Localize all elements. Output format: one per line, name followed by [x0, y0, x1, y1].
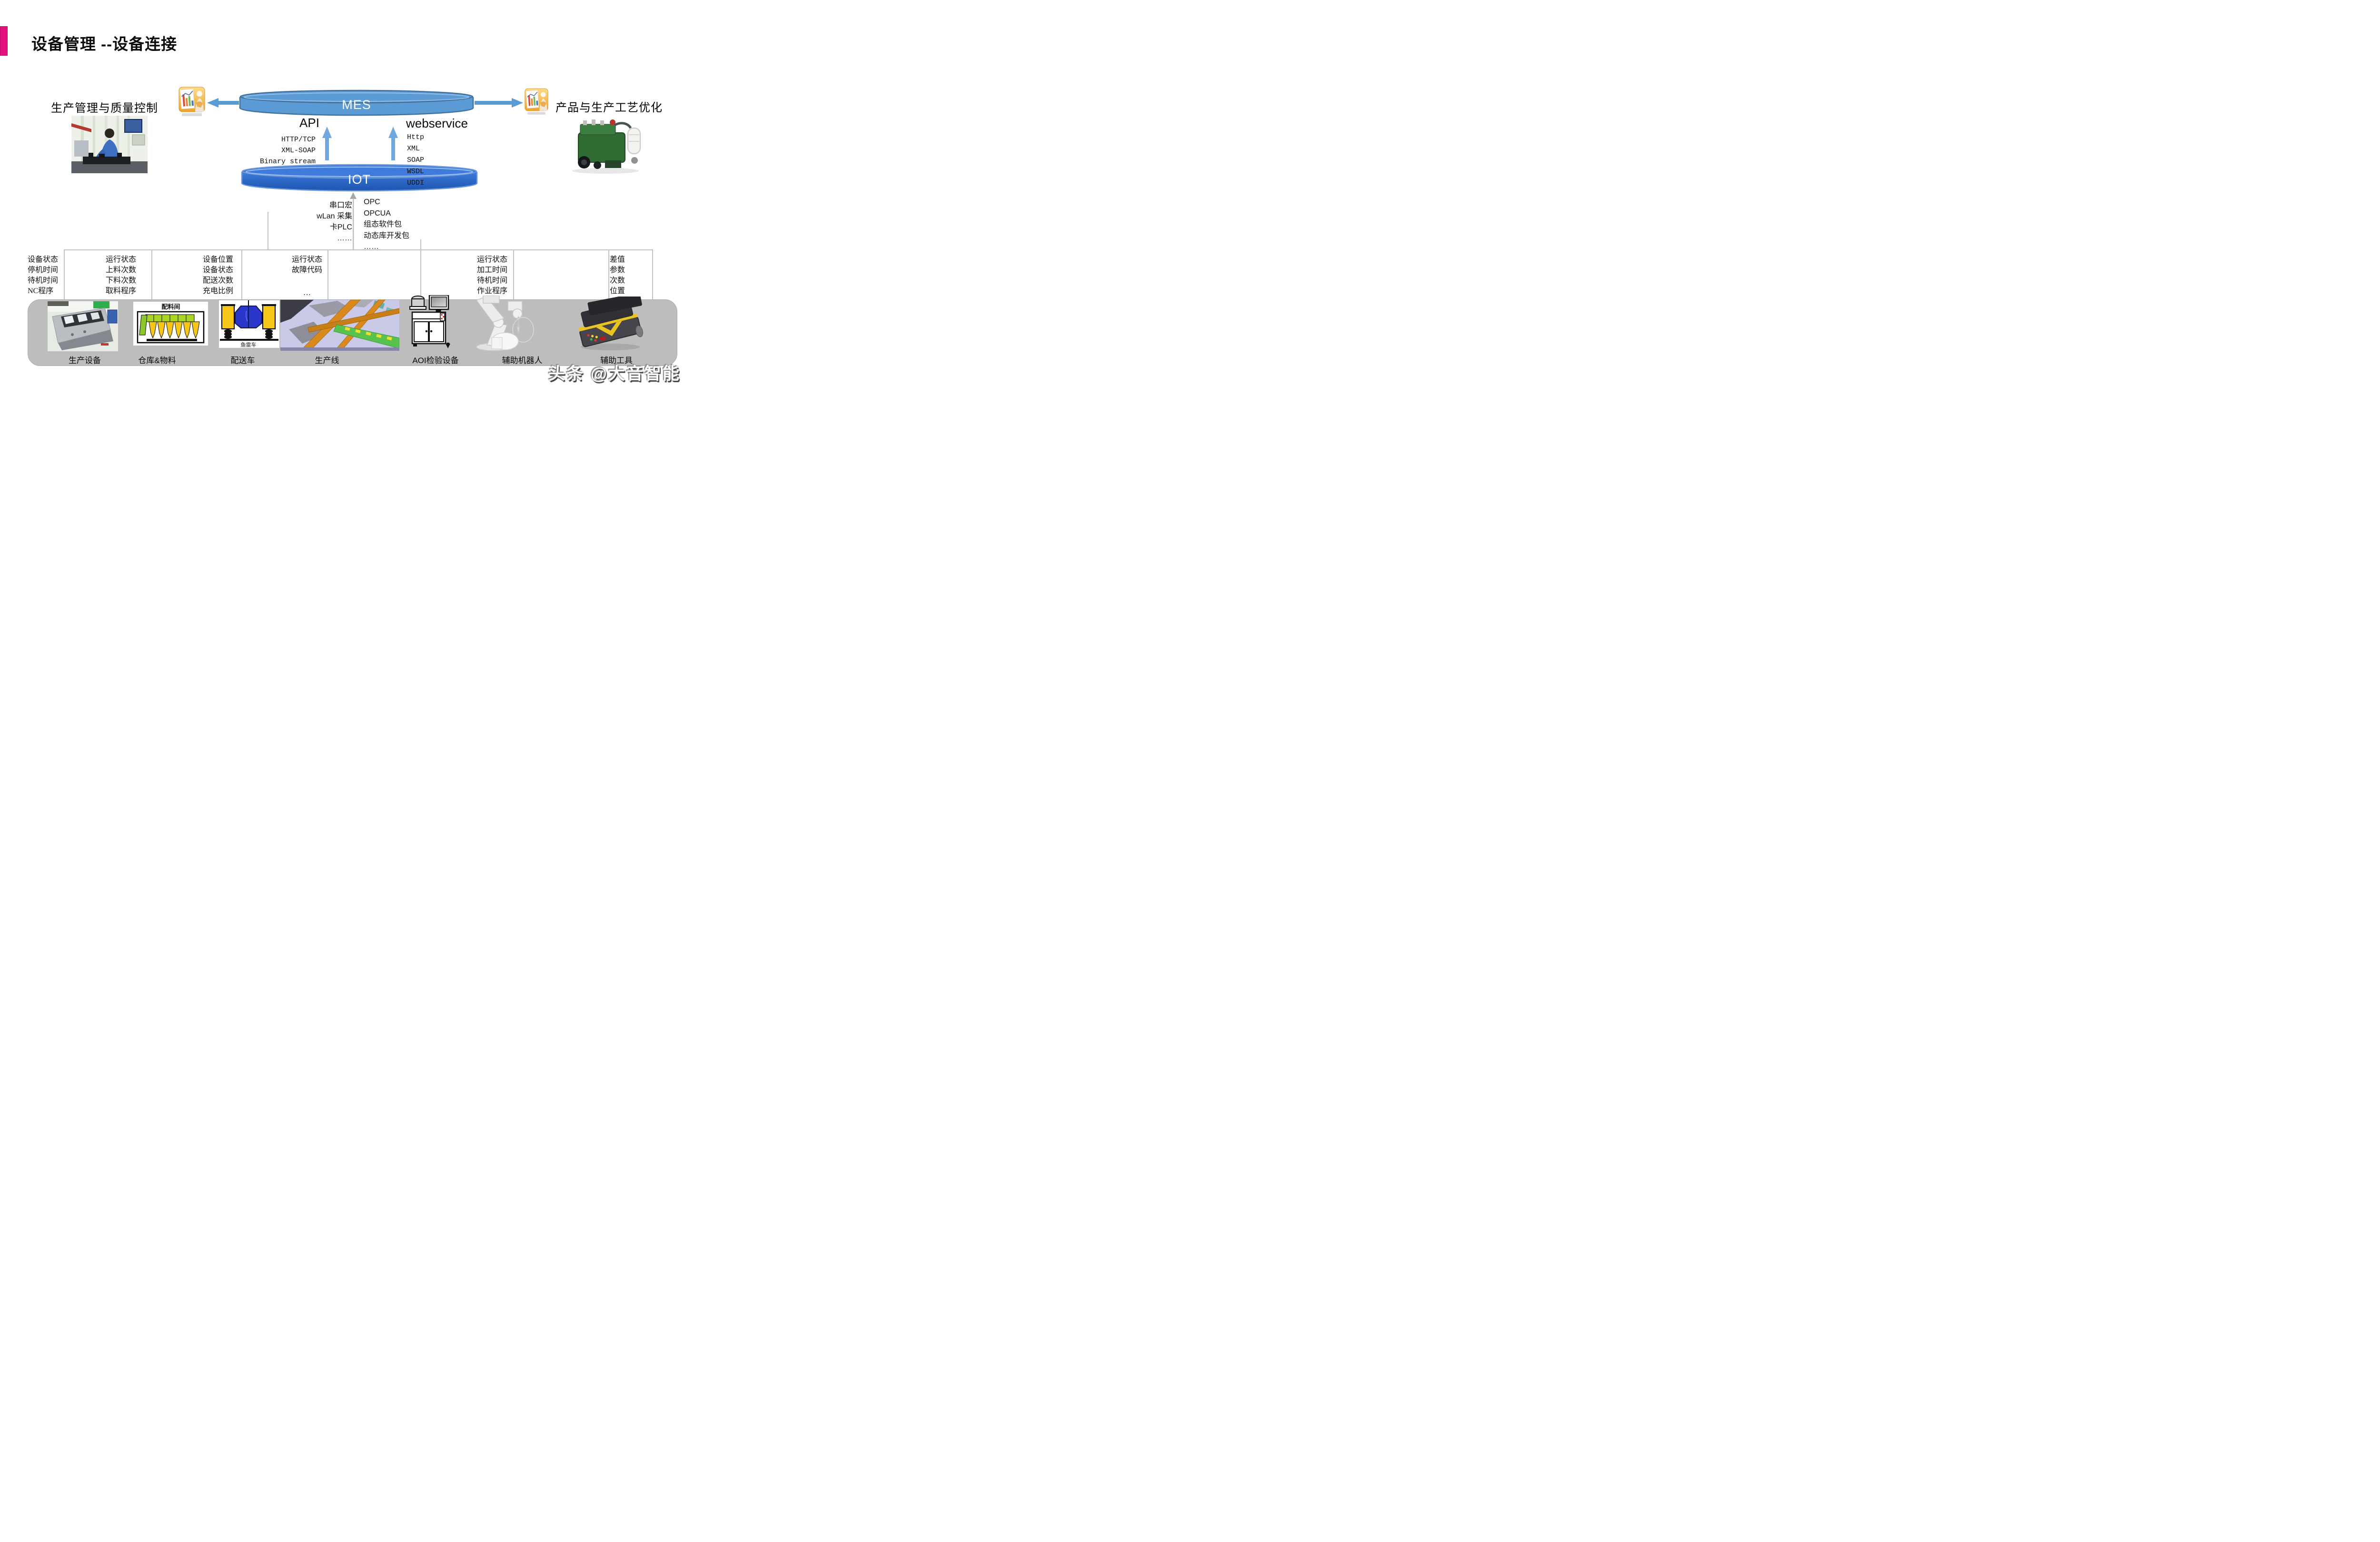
- slide-canvas: 设备管理 --设备连接 生产管理与质量控制 MES 产品与生产工艺优化: [0, 0, 685, 386]
- data-column-delivery-cart: 设备位置 设备状态 配送次数 充电比例 …: [202, 256, 233, 310]
- device-label-tool: 辅助工具: [600, 356, 633, 365]
- connector-horizontal-line: [64, 249, 652, 250]
- api-protocol: HTTP/TCP: [281, 136, 316, 144]
- iot-connector-arrow-icon: [350, 192, 357, 249]
- webservice-protocol: UDDI: [407, 179, 425, 187]
- arrow-right-icon: [475, 98, 523, 108]
- arrow-up-icon: [322, 127, 332, 160]
- device-label-production-equipment: 生产设备: [69, 356, 101, 365]
- arrow-left-icon: [207, 98, 239, 108]
- engine-product-photo: [565, 113, 646, 175]
- mes-cylinder: MES: [238, 89, 475, 117]
- connector-vertical-line: [652, 249, 653, 299]
- warehouse-material-diagram: 配料间: [133, 302, 208, 346]
- assist-tool-agv: [578, 297, 643, 350]
- iot-label: IOT: [348, 172, 371, 187]
- webservice-protocol: SOAP: [407, 156, 425, 164]
- delivery-cart-diagram: 鱼雷车: [219, 300, 279, 348]
- webservice-protocol: WSDL: [407, 168, 425, 176]
- webservice-protocol: Http: [407, 133, 425, 141]
- connector-vertical-line: [241, 249, 242, 299]
- iot-protocol: 卡PLC: [329, 223, 352, 231]
- device-label-aoi: AOI检验设备: [412, 356, 459, 365]
- connector-vertical-line: [513, 249, 514, 299]
- iot-protocols-right: OPC OPCUA 组态软件包 动态库开发包 ……: [364, 197, 409, 253]
- mes-label: MES: [342, 97, 371, 112]
- production-line-render: [280, 300, 399, 351]
- api-protocol-list: HTTP/TCP XML-SOAP Binary stream: [249, 134, 316, 167]
- iot-protocol: 动态库开发包: [364, 231, 410, 240]
- connector-vertical-line: [608, 249, 609, 299]
- chart-board-icon: [524, 88, 549, 116]
- arrow-up-icon: [388, 127, 398, 160]
- chart-board-icon: [178, 87, 206, 117]
- iot-protocol: ……: [364, 243, 379, 251]
- left-section-label: 生产管理与质量控制: [51, 102, 158, 115]
- api-protocol: XML-SOAP: [281, 147, 316, 155]
- production-equipment-photo: [48, 301, 118, 351]
- iot-protocol: wLan 采集: [317, 212, 352, 220]
- torpedo-cart-caption: 鱼雷车: [241, 341, 257, 348]
- webservice-title: webservice: [406, 116, 468, 130]
- iot-protocol: 串口宏: [329, 201, 352, 209]
- connector-vertical-line: [327, 249, 328, 299]
- right-section-label: 产品与生产工艺优化: [555, 102, 663, 114]
- api-title: API: [299, 116, 319, 130]
- device-label-robot: 辅助机器人: [502, 356, 543, 365]
- assist-robot-sketch: [476, 296, 534, 351]
- device-label-warehouse: 仓库&物料: [138, 356, 176, 365]
- webservice-protocol-list: Http XML SOAP WSDL UDDI: [407, 132, 424, 189]
- iot-protocols-left: 串口宏 wLan 采集 卡PLC ……: [282, 200, 352, 244]
- connector-stub: [420, 239, 421, 249]
- data-column-production-equipment: 运行状态 上料次数 下料次数 取料程序 …: [105, 256, 136, 310]
- page-title: 设备管理 --设备连接: [31, 35, 178, 53]
- iot-protocol: OPCUA: [364, 209, 391, 217]
- webservice-protocol: XML: [407, 145, 420, 153]
- factory-worker-photo: [71, 116, 148, 173]
- connector-vertical-line: [151, 249, 152, 299]
- batching-room-caption: 配料间: [161, 303, 180, 310]
- api-protocol: Binary stream: [259, 158, 316, 166]
- data-column-production-line: 运行状态 故障代码 …: [291, 256, 322, 297]
- device-label-delivery-cart: 配送车: [230, 356, 255, 365]
- iot-protocol: OPC: [364, 198, 380, 206]
- aoi-inspection-machine-drawing: [409, 295, 450, 348]
- connector-vertical-line: [420, 249, 421, 299]
- watermark: 头条 @大音智能: [548, 365, 681, 383]
- iot-cylinder: IOT: [240, 163, 478, 192]
- device-label-production-line: 生产线: [315, 356, 339, 365]
- iot-protocol: ……: [337, 234, 352, 242]
- accent-bar: [0, 26, 8, 56]
- iot-protocol: 组态软件包: [364, 220, 402, 228]
- connector-vertical-line: [64, 249, 65, 299]
- data-column-device-status: 设备状态 停机时间 待机时间 NC程序 …: [28, 256, 59, 310]
